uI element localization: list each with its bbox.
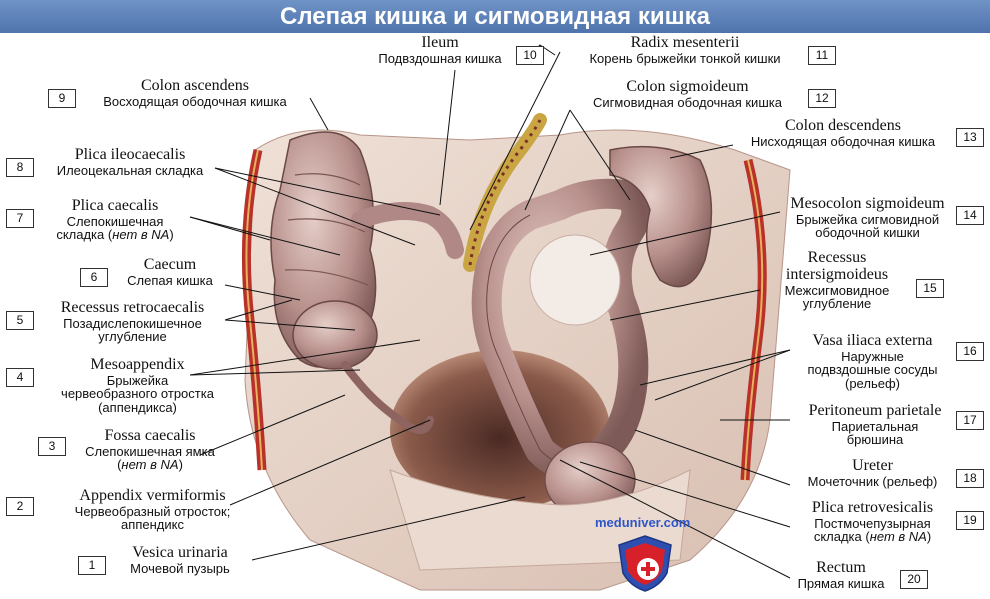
watermark-text: meduniver.com — [595, 515, 691, 530]
label-vesica-urinaria: Vesica urinaria Мочевой пузырь — [130, 544, 230, 576]
label-recessus-retrocaecalis: Recessus retrocaecalis Позадислепокишечн… — [60, 299, 205, 345]
number-box-14: 14 — [956, 206, 984, 225]
number-box-2: 2 — [6, 497, 34, 516]
number-box-20: 20 — [900, 570, 928, 589]
label-ileum: Ileum Подвздошная кишка — [378, 34, 502, 66]
number-box-8: 8 — [6, 158, 34, 177]
colon-descendens-shape — [609, 145, 713, 288]
label-recessus-intersigmoideus: Recessus intersigmoideus Межсигмовидное … — [784, 249, 890, 312]
label-colon-sigmoideum: Colon sigmoideum Сигмовидная ободочная к… — [593, 78, 782, 110]
label-plica-caecalis: Plica caecalis Слепокишечная складка (не… — [56, 197, 174, 243]
number-box-3: 3 — [38, 437, 66, 456]
label-mesoappendix: Mesoappendix Брыжейка червеобразного отр… — [61, 356, 214, 416]
appendix-shape — [341, 361, 434, 434]
ileum-shape — [351, 202, 464, 259]
number-box-10: 10 — [516, 46, 544, 65]
number-box-15: 15 — [916, 279, 944, 298]
page-title: Слепая кишка и сигмовидная кишка — [0, 0, 990, 33]
label-colon-descendens: Colon descendens Нисходящая ободочная ки… — [750, 117, 936, 149]
label-radix-mesenterii: Radix mesenterii Корень брыжейки тонкой … — [589, 34, 781, 66]
label-vasa-iliaca-externa: Vasa iliaca externa Наружные подвздошные… — [807, 332, 938, 392]
meduniver-shield-logo-icon — [618, 535, 672, 592]
label-fossa-caecalis: Fossa caecalis Слепокишечная ямка (нет в… — [85, 427, 215, 473]
number-box-11: 11 — [808, 46, 836, 65]
mesocolon-sigmoideum-shape — [529, 234, 621, 326]
label-plica-retrovesicalis: Plica retrovesicalis Постмочепузырная ск… — [811, 499, 934, 545]
label-mesocolon-sigmoideum: Mesocolon sigmoideum Брыжейка сигмовидно… — [790, 195, 945, 241]
number-box-5: 5 — [6, 311, 34, 330]
vesica-urinaria-shape — [389, 469, 691, 571]
number-box-17: 17 — [956, 411, 984, 430]
number-box-12: 12 — [808, 89, 836, 108]
label-caecum: Caecum Слепая кишка — [127, 256, 213, 288]
label-peritoneum-parietale: Peritoneum parietale Париетальная брюшин… — [808, 402, 942, 448]
number-box-7: 7 — [6, 209, 34, 228]
leader-lines — [189, 44, 791, 579]
number-box-9: 9 — [48, 89, 76, 108]
number-box-18: 18 — [956, 469, 984, 488]
label-rectum: Rectum Прямая кишка — [797, 559, 885, 591]
number-box-1: 1 — [78, 556, 106, 575]
label-appendix-vermiformis: Appendix vermiformis Червеобразный отрос… — [74, 487, 231, 533]
number-box-19: 19 — [956, 511, 984, 530]
number-box-13: 13 — [956, 128, 984, 147]
label-plica-ileocaecalis: Plica ileocaecalis Илеоцекальная складка — [56, 146, 204, 178]
label-ureter: Ureter Мочеточник (рельеф) — [807, 457, 938, 489]
caecum-shape — [292, 300, 378, 370]
number-box-4: 4 — [6, 368, 34, 387]
number-box-16: 16 — [956, 342, 984, 361]
number-box-6: 6 — [80, 268, 108, 287]
label-colon-ascendens: Colon ascendens Восходящая ободочная киш… — [103, 77, 287, 109]
